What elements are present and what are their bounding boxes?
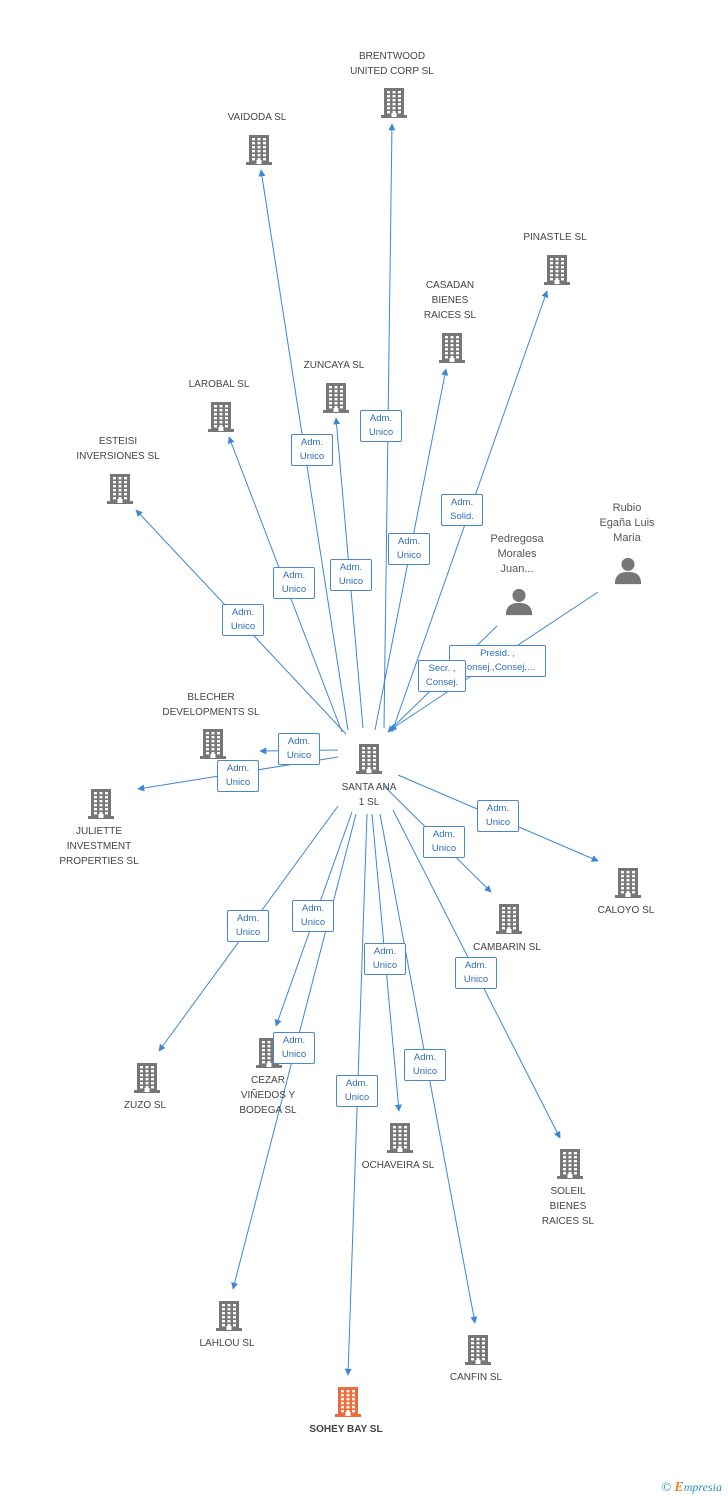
edge-label: Adm. Unico bbox=[330, 559, 372, 591]
node-label: SOLEIL BIENES RAICES SL bbox=[541, 1186, 595, 1227]
node-label: LAROBAL SL bbox=[188, 379, 250, 390]
node-label: ZUNCAYA SL bbox=[303, 360, 365, 371]
edge-label: Adm. Unico bbox=[455, 957, 497, 989]
node-label: CASADAN BIENES RAICES SL bbox=[423, 280, 477, 321]
node-label: CAMBARIN SL bbox=[473, 942, 541, 953]
edge-label: Adm. Unico bbox=[404, 1049, 446, 1081]
edge-label: Adm. Unico bbox=[273, 1032, 315, 1064]
building-icon bbox=[378, 86, 410, 123]
edge-label: Adm. Unico bbox=[292, 900, 334, 932]
building-icon bbox=[541, 253, 573, 290]
edge-label: Adm. Unico bbox=[360, 410, 402, 442]
node-label: OCHAVEIRA SL bbox=[361, 1160, 435, 1171]
edge-label: Adm. Unico bbox=[336, 1075, 378, 1107]
edge-label: Adm. Unico bbox=[388, 533, 430, 565]
edge-label: Adm. Unico bbox=[291, 434, 333, 466]
building-icon bbox=[493, 902, 525, 939]
node-label: PINASTLE SL bbox=[523, 232, 587, 243]
edge-label: Adm. Unico bbox=[217, 760, 259, 792]
building-icon bbox=[320, 381, 352, 418]
edge-label: Adm. Unico bbox=[227, 910, 269, 942]
building-icon bbox=[554, 1147, 586, 1184]
building-icon bbox=[213, 1299, 245, 1336]
edge-label: Adm. Unico bbox=[222, 604, 264, 636]
node-label: Rubio Egaña Luis Maria bbox=[599, 502, 655, 544]
building-icon bbox=[205, 400, 237, 437]
node-label: CALOYO SL bbox=[597, 905, 655, 916]
building-icon bbox=[353, 742, 385, 779]
node-label: JULIETTE INVESTMENT PROPERTIES SL bbox=[59, 826, 139, 867]
copyright-symbol: © bbox=[661, 1479, 672, 1494]
node-label: BRENTWOOD UNITED CORP SL bbox=[350, 51, 434, 77]
edge-label: Adm. Unico bbox=[278, 733, 320, 765]
node-label: ESTEISI INVERSIONES SL bbox=[76, 436, 160, 462]
empresia-logo: ©Empresia bbox=[662, 1479, 722, 1496]
brand-initial: E bbox=[674, 1480, 684, 1495]
building-icon bbox=[332, 1385, 364, 1422]
edge-label: Adm. Unico bbox=[364, 943, 406, 975]
node-label: ZUZO SL bbox=[123, 1100, 167, 1111]
building-icon bbox=[85, 787, 117, 824]
node-label: Pedregosa Morales Juan... bbox=[490, 533, 544, 575]
edge-label: Secr. , Consej. bbox=[418, 660, 466, 692]
building-icon bbox=[436, 331, 468, 368]
node-label: VAIDODA SL bbox=[227, 112, 287, 123]
building-icon bbox=[612, 866, 644, 903]
edge-label: Adm. Solid. bbox=[441, 494, 483, 526]
edge-label: Adm. Unico bbox=[477, 800, 519, 832]
person-icon bbox=[613, 555, 643, 590]
building-icon bbox=[243, 133, 275, 170]
building-icon bbox=[104, 472, 136, 509]
building-icon bbox=[384, 1121, 416, 1158]
node-label: SOHEY BAY SL bbox=[309, 1424, 383, 1435]
node-label: SANTA ANA 1 SL bbox=[341, 782, 397, 808]
building-icon bbox=[131, 1061, 163, 1098]
node-label: CEZAR VIÑEDOS Y BODEGA SL bbox=[239, 1075, 297, 1116]
node-label: BLECHER DEVELOPMENTS SL bbox=[162, 692, 260, 718]
building-icon bbox=[197, 727, 229, 764]
node-label: LAHLOU SL bbox=[199, 1338, 255, 1349]
building-icon bbox=[462, 1333, 494, 1370]
brand-name: mpresia bbox=[683, 1480, 722, 1494]
edge-label: Adm. Unico bbox=[273, 567, 315, 599]
person-icon bbox=[504, 586, 534, 621]
edge-label: Adm. Unico bbox=[423, 826, 465, 858]
node-label: CANFIN SL bbox=[449, 1372, 503, 1383]
